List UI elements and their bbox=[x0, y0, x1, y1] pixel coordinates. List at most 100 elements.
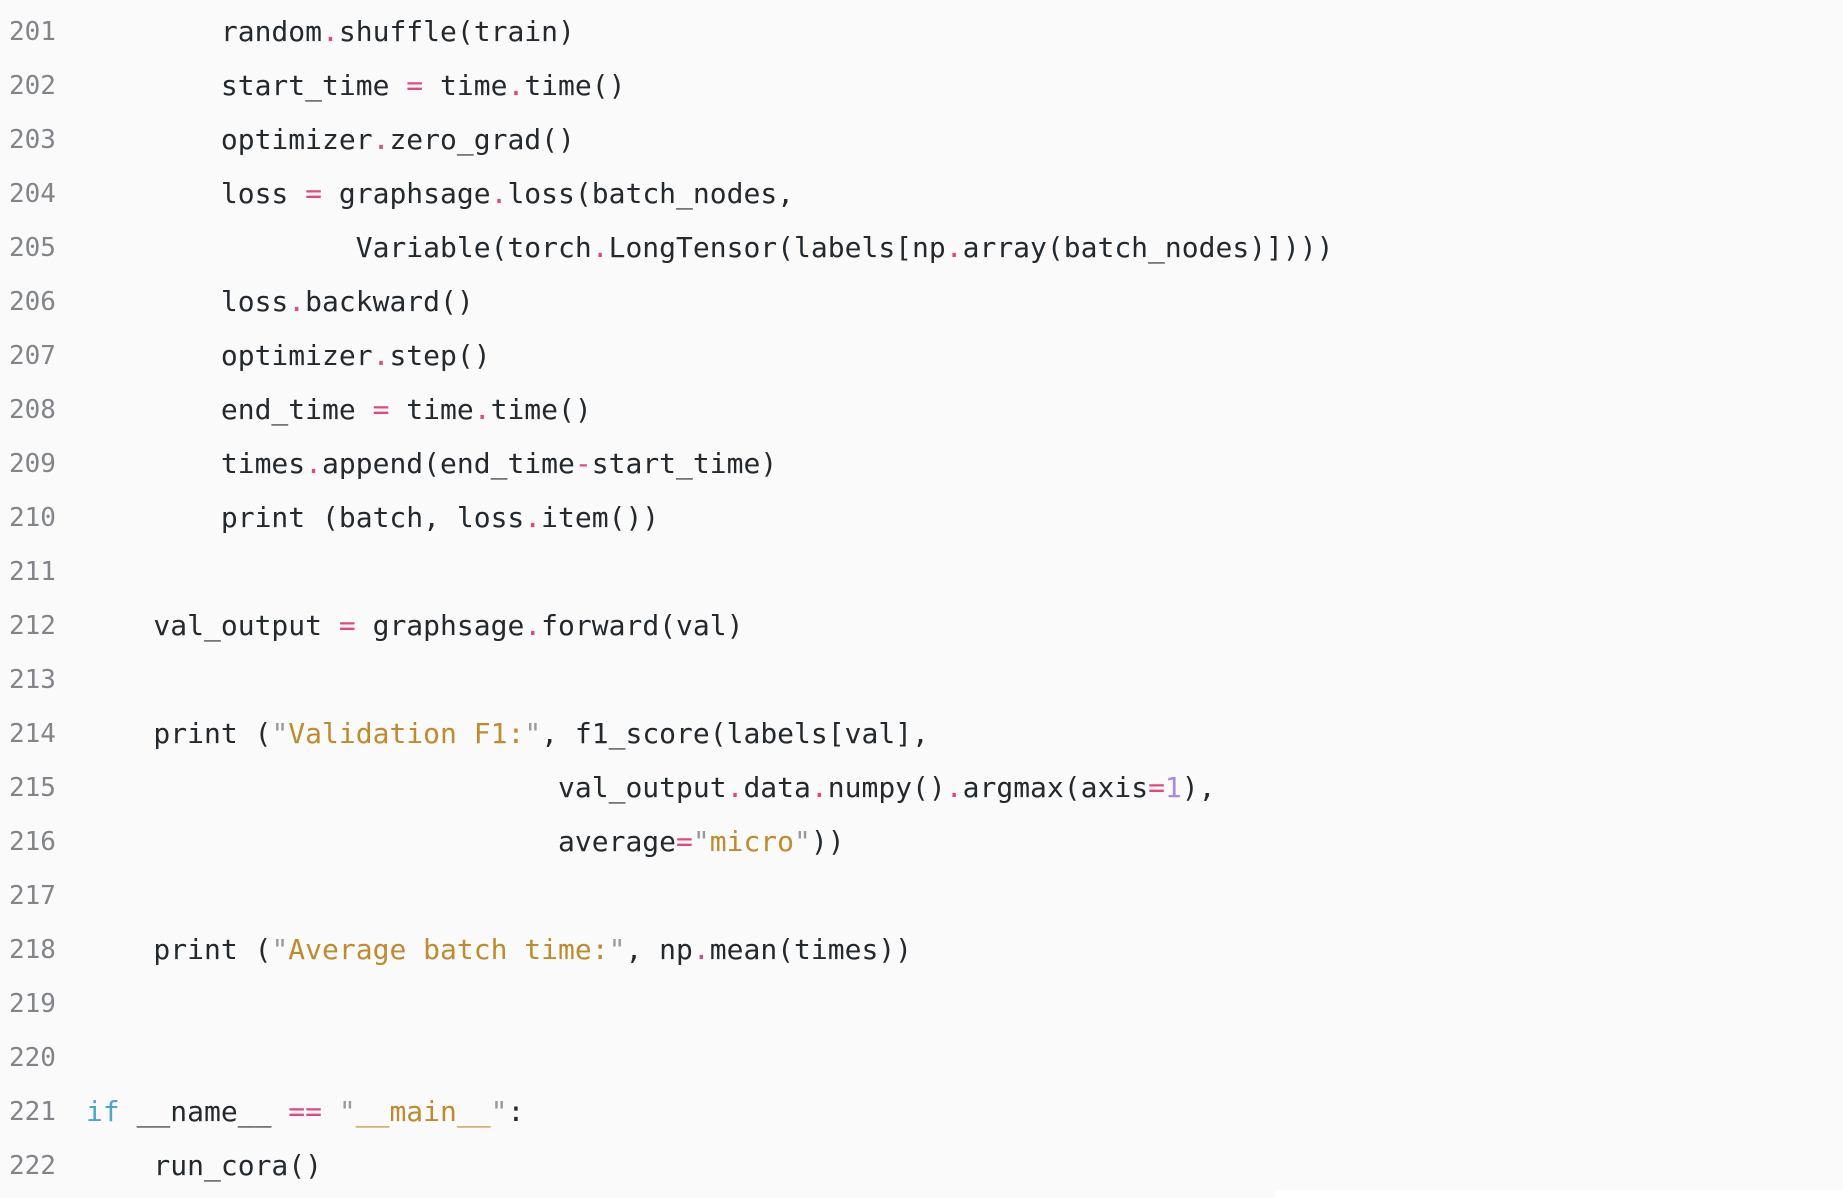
code-line-row: 218 print ("Average batch time:", np.mea… bbox=[0, 923, 1843, 977]
code-token-plain-text: end_time bbox=[86, 393, 373, 426]
code-token-operator: . bbox=[591, 231, 609, 264]
line-number[interactable]: 221 bbox=[9, 1097, 56, 1127]
line-number[interactable]: 208 bbox=[9, 395, 56, 425]
code-token-plain-text: run_cora() bbox=[86, 1149, 323, 1182]
code-line-row: 219 bbox=[0, 977, 1843, 1031]
code-token-plain-text: numpy() bbox=[827, 771, 946, 804]
line-number[interactable]: 213 bbox=[9, 665, 56, 695]
code-line-row: 222 run_cora() bbox=[0, 1139, 1843, 1193]
code-token-keyword: if bbox=[86, 1095, 120, 1128]
code-token-plain-text: )) bbox=[810, 825, 845, 858]
code-token-operator: . bbox=[473, 393, 491, 426]
code-token-string-content: __main__ bbox=[355, 1095, 491, 1128]
code-token-plain-text: __name__ bbox=[119, 1095, 289, 1128]
code-token-operator: - bbox=[574, 447, 592, 480]
code-token-operator: . bbox=[524, 501, 542, 534]
line-number[interactable]: 211 bbox=[9, 557, 56, 587]
code-token-operator: . bbox=[726, 771, 744, 804]
line-number[interactable]: 217 bbox=[9, 881, 56, 911]
code-line: average="micro")) bbox=[86, 815, 845, 869]
line-number[interactable]: 207 bbox=[9, 341, 56, 371]
code-token-string-quote: " bbox=[271, 933, 289, 966]
code-line: start_time = time.time() bbox=[86, 59, 626, 113]
code-token-plain-text: argmax(axis bbox=[962, 771, 1149, 804]
code-token-operator: = bbox=[676, 825, 693, 858]
line-number[interactable]: 219 bbox=[9, 989, 56, 1019]
code-token-operator: . bbox=[945, 231, 963, 264]
code-line-row: 210 print (batch, loss.item()) bbox=[0, 491, 1843, 545]
code-token-plain-text: step() bbox=[389, 339, 491, 372]
code-token-plain-text: time bbox=[389, 393, 474, 426]
line-number[interactable]: 222 bbox=[9, 1151, 56, 1181]
code-token-operator: = bbox=[406, 69, 424, 102]
code-token-plain-text: loss(batch_nodes, bbox=[507, 177, 795, 210]
code-line-row: 217 bbox=[0, 869, 1843, 923]
code-line: val_output.data.numpy().argmax(axis=1), bbox=[86, 761, 1216, 815]
code-token-plain-text: time() bbox=[524, 69, 626, 102]
code-token-plain-text: optimizer bbox=[86, 339, 373, 372]
code-token-plain-text: : bbox=[507, 1095, 525, 1128]
code-token-plain-text: start_time) bbox=[591, 447, 778, 480]
line-number[interactable]: 201 bbox=[9, 17, 56, 47]
code-token-plain-text: Variable(torch bbox=[86, 231, 592, 264]
code-token-string-quote: " bbox=[608, 933, 626, 966]
code-token-plain-text: mean(times)) bbox=[709, 933, 913, 966]
line-number[interactable]: 215 bbox=[9, 773, 56, 803]
code-token-operator: . bbox=[507, 69, 525, 102]
code-line-row: 202 start_time = time.time() bbox=[0, 59, 1843, 113]
code-line: optimizer.step() bbox=[86, 329, 491, 383]
code-line: val_output = graphsage.forward(val) bbox=[86, 599, 743, 653]
code-token-operator: . bbox=[692, 933, 710, 966]
code-token-plain-text: data bbox=[743, 771, 811, 804]
code-token-string-content: micro bbox=[709, 825, 795, 858]
corner-mask bbox=[1275, 1190, 1843, 1198]
code-token-plain-text bbox=[322, 1095, 339, 1128]
line-number[interactable]: 220 bbox=[9, 1043, 56, 1073]
code-token-plain-text: start_time bbox=[86, 69, 407, 102]
line-number[interactable]: 203 bbox=[9, 125, 56, 155]
line-number[interactable]: 214 bbox=[9, 719, 56, 749]
code-line-row: 209 times.append(end_time-start_time) bbox=[0, 437, 1843, 491]
code-token-plain-text: backward() bbox=[305, 285, 474, 318]
line-number[interactable]: 204 bbox=[9, 179, 56, 209]
code-token-string-content: Validation F1: bbox=[288, 717, 525, 750]
line-number[interactable]: 202 bbox=[9, 71, 56, 101]
line-number[interactable]: 212 bbox=[9, 611, 56, 641]
code-token-plain-text: append(end_time bbox=[322, 447, 575, 480]
code-line: random.shuffle(train) bbox=[86, 5, 575, 59]
code-token-operator: = bbox=[338, 609, 356, 642]
code-line-row: 216 average="micro")) bbox=[0, 815, 1843, 869]
code-line-row: 203 optimizer.zero_grad() bbox=[0, 113, 1843, 167]
code-token-plain-text: loss bbox=[86, 285, 289, 318]
code-token-plain-text: graphsage bbox=[355, 609, 525, 642]
code-token-plain-text: val_output bbox=[86, 609, 339, 642]
code-token-string-quote: " bbox=[338, 1095, 356, 1128]
code-token-plain-text: print ( bbox=[86, 717, 272, 750]
code-line-row: 220 bbox=[0, 1031, 1843, 1085]
code-token-plain-text: average bbox=[86, 825, 677, 858]
code-token-plain-text: graphsage bbox=[322, 177, 491, 210]
code-token-plain-text: print (batch, loss bbox=[86, 501, 525, 534]
line-number[interactable]: 205 bbox=[9, 233, 56, 263]
code-token-plain-text: time bbox=[423, 69, 508, 102]
code-token-plain-text: loss bbox=[86, 177, 306, 210]
code-line-row: 215 val_output.data.numpy().argmax(axis=… bbox=[0, 761, 1843, 815]
code-token-string-quote: " bbox=[490, 1095, 508, 1128]
line-number[interactable]: 209 bbox=[9, 449, 56, 479]
line-number[interactable]: 218 bbox=[9, 935, 56, 965]
line-number[interactable]: 206 bbox=[9, 287, 56, 317]
code-token-operator: == bbox=[288, 1095, 323, 1128]
code-line-row: 212 val_output = graphsage.forward(val) bbox=[0, 599, 1843, 653]
code-token-plain-text: , np bbox=[625, 933, 693, 966]
code-token-operator: . bbox=[372, 339, 390, 372]
code-token-plain-text: ), bbox=[1181, 771, 1216, 804]
code-token-operator: . bbox=[810, 771, 828, 804]
code-token-plain-text: print ( bbox=[86, 933, 272, 966]
line-number[interactable]: 210 bbox=[9, 503, 56, 533]
code-line-row: 204 loss = graphsage.loss(batch_nodes, bbox=[0, 167, 1843, 221]
code-token-operator: . bbox=[372, 123, 390, 156]
line-number[interactable]: 216 bbox=[9, 827, 56, 857]
code-token-operator: = bbox=[305, 177, 323, 210]
code-line-row: 207 optimizer.step() bbox=[0, 329, 1843, 383]
code-token-operator: . bbox=[305, 447, 323, 480]
